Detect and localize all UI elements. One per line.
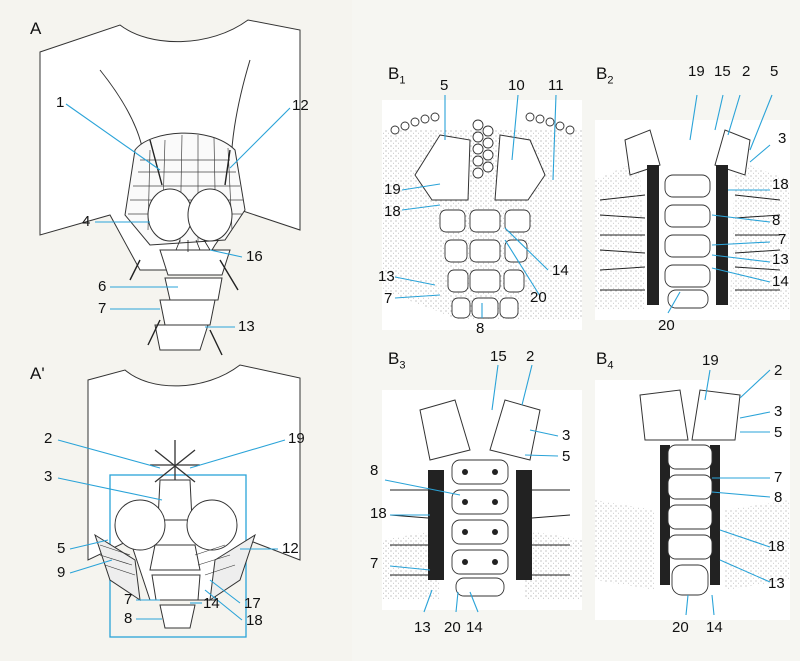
label-b2-18: 18	[772, 176, 789, 193]
label-b2-3: 3	[778, 130, 787, 147]
label-a-16: 16	[246, 248, 263, 265]
label-b1-13: 13	[378, 268, 395, 285]
label-b3-14: 14	[466, 619, 483, 636]
label-a-13: 13	[238, 318, 255, 335]
label-b4-14: 14	[706, 619, 723, 636]
label-a2-19: 19	[288, 430, 305, 447]
label-a2-7: 7	[124, 591, 133, 608]
label-b3-13: 13	[414, 619, 431, 636]
label-a2-12: 12	[282, 540, 299, 557]
label-b2-20: 20	[658, 317, 675, 334]
panel-a-leaders	[65, 103, 291, 328]
panel-label-b2: B2	[596, 64, 614, 87]
panel-b3-drawing	[382, 390, 582, 610]
panel-b2-leaders	[667, 94, 773, 314]
label-a-1: 1	[56, 94, 65, 111]
label-b1-19: 19	[384, 181, 401, 198]
label-b2-7: 7	[778, 231, 787, 248]
label-a2-17: 17	[244, 595, 261, 612]
label-b1-14: 14	[552, 262, 569, 279]
label-b4-13: 13	[768, 575, 785, 592]
label-a2-14: 14	[203, 595, 220, 612]
label-b2-19: 19	[688, 63, 705, 80]
label-b1-7: 7	[384, 290, 393, 307]
label-b3-7: 7	[370, 555, 379, 572]
panel-label-a-prime: A'	[30, 364, 45, 383]
panel-a-prime-drawing	[87, 364, 301, 638]
label-b4-2: 2	[774, 362, 783, 379]
label-a-6: 6	[98, 278, 107, 295]
label-a-12: 12	[292, 97, 309, 114]
label-a2-9: 9	[57, 564, 66, 581]
label-b4-3: 3	[774, 403, 783, 420]
label-b2-14: 14	[772, 273, 789, 290]
label-a-4: 4	[82, 213, 91, 230]
label-b3-15: 15	[490, 348, 507, 365]
label-b1-18: 18	[384, 203, 401, 220]
label-a2-5: 5	[57, 540, 66, 557]
label-b4-5: 5	[774, 424, 783, 441]
panel-b3-leaders	[384, 364, 559, 613]
label-b2-13: 13	[772, 251, 789, 268]
label-b1-11: 11	[548, 77, 564, 94]
label-a2-18: 18	[246, 612, 263, 629]
label-b3-20: 20	[444, 619, 461, 636]
label-a2-2: 2	[44, 430, 53, 447]
label-b4-19: 19	[702, 352, 719, 369]
label-b4-7: 7	[774, 469, 783, 486]
label-b4-18: 18	[768, 538, 785, 555]
label-a-7: 7	[98, 300, 107, 317]
panel-b4-drawing	[595, 380, 790, 620]
panel-a-prime-leaders	[57, 439, 286, 621]
label-b2-2: 2	[742, 63, 751, 80]
label-b2-15: 15	[714, 63, 731, 80]
panel-b2-drawing	[595, 120, 790, 320]
panel-label-b4: B4	[596, 349, 614, 372]
label-a2-3: 3	[44, 468, 53, 485]
label-a2-8: 8	[124, 610, 133, 627]
panel-b4-leaders	[685, 369, 771, 616]
label-b1-20: 20	[530, 289, 547, 306]
label-b3-2: 2	[526, 348, 535, 365]
panel-b1-leaders	[394, 94, 557, 318]
panel-a-drawing	[39, 19, 301, 356]
label-b3-3: 3	[562, 427, 571, 444]
label-b3-18: 18	[370, 505, 387, 522]
label-b3-8: 8	[370, 462, 379, 479]
label-b1-5: 5	[440, 77, 449, 94]
panel-label-a: A	[30, 19, 42, 38]
label-b2-8: 8	[772, 212, 781, 229]
panel-b1-drawing	[382, 100, 582, 330]
label-b4-8: 8	[774, 489, 783, 506]
label-b3-5: 5	[562, 448, 571, 465]
label-b1-8: 8	[476, 320, 485, 337]
label-b2-5: 5	[770, 63, 779, 80]
panel-label-b3: B3	[388, 349, 406, 372]
label-b4-20: 20	[672, 619, 689, 636]
panel-label-b1: B1	[388, 64, 406, 87]
label-b1-10: 10	[508, 77, 525, 94]
